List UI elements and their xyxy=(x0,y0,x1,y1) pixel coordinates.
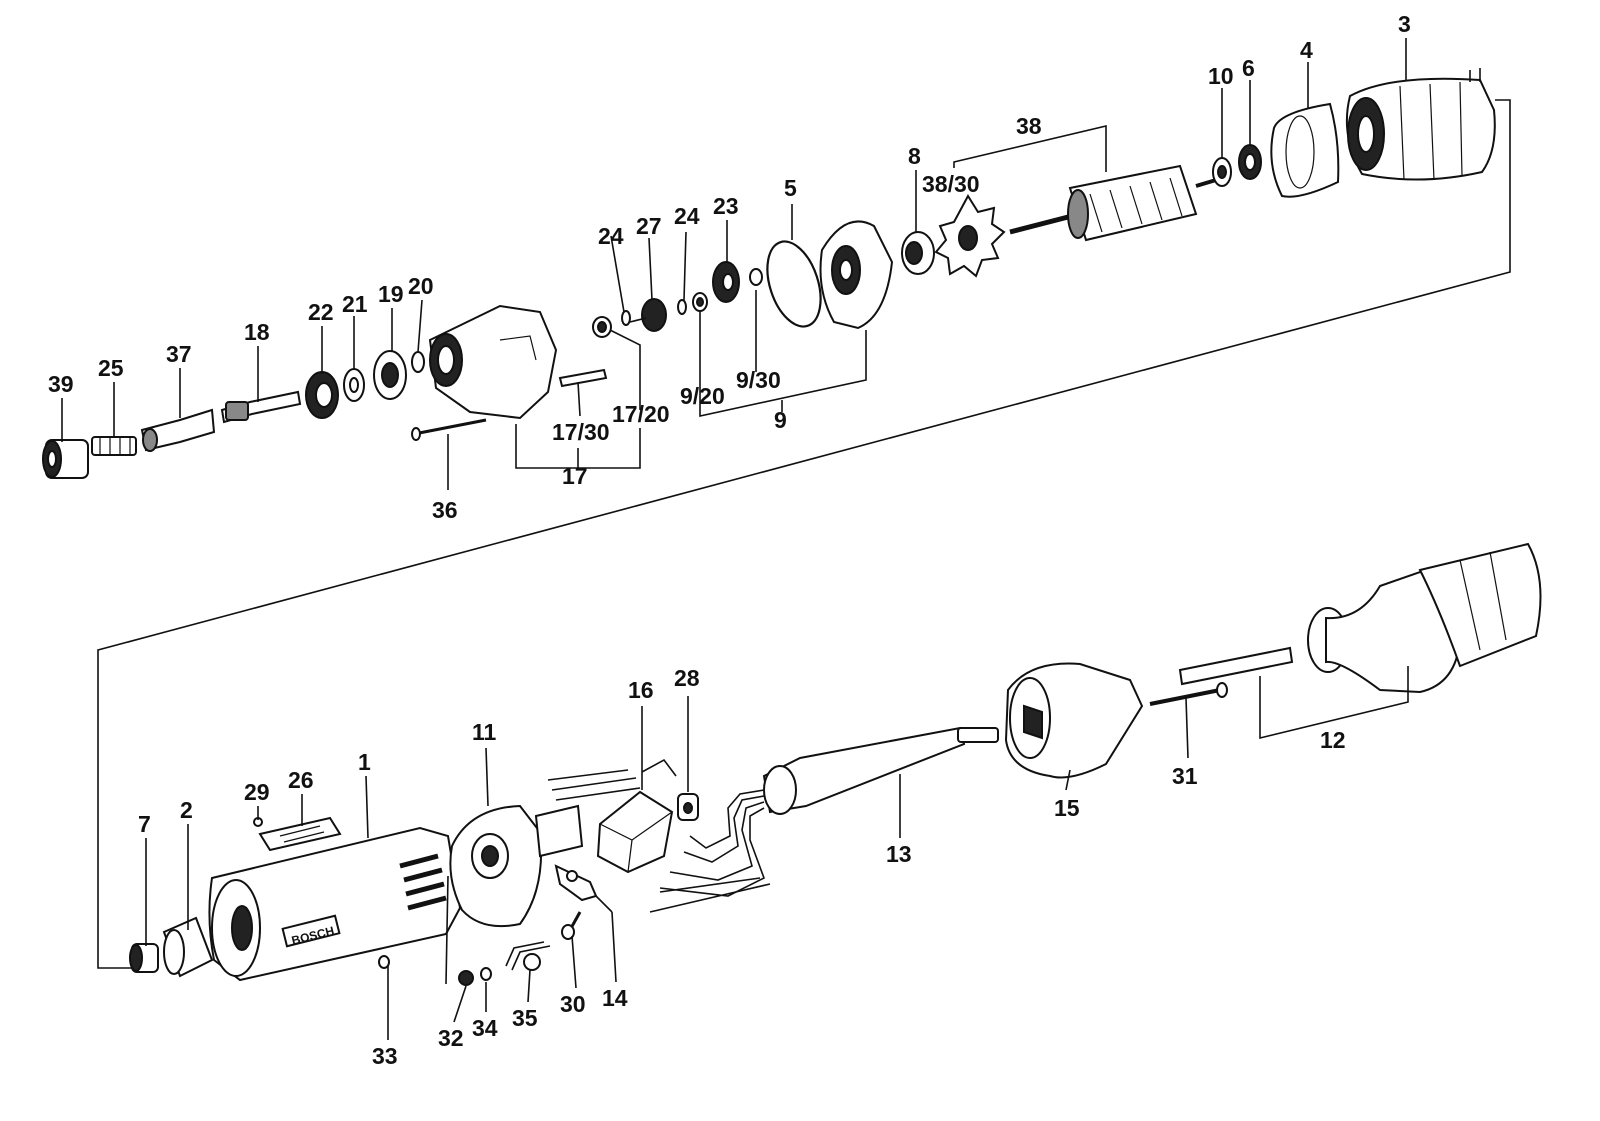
label-17: 17 xyxy=(562,463,588,489)
label-1: 1 xyxy=(358,749,371,775)
label-18: 18 xyxy=(244,319,270,345)
part-8-bearing xyxy=(901,231,935,275)
label-27: 27 xyxy=(636,213,662,239)
part-9-20-bushing xyxy=(692,292,708,312)
label-38: 38 xyxy=(1016,113,1042,139)
label-13: 13 xyxy=(886,841,912,867)
part-24-washer-left xyxy=(621,310,631,326)
part-36-screw xyxy=(411,418,487,441)
part-39-collet-nut xyxy=(42,439,89,479)
label-23: 23 xyxy=(713,193,739,219)
label-15: 15 xyxy=(1054,795,1080,821)
label-2: 2 xyxy=(180,797,193,823)
part-24-washer-right xyxy=(677,299,687,315)
label-21: 21 xyxy=(342,291,368,317)
label-28: 28 xyxy=(674,665,700,691)
part-20-retaining-ring xyxy=(411,351,425,373)
label-3: 3 xyxy=(1398,11,1411,37)
part-17-gear-housing xyxy=(428,304,558,420)
assembly-connector-line xyxy=(97,99,1511,969)
label-34: 34 xyxy=(472,1015,498,1041)
part-17-30-pin xyxy=(558,368,608,388)
part-12-handle xyxy=(1178,542,1542,694)
label-29: 29 xyxy=(244,779,270,805)
label-14: 14 xyxy=(602,985,628,1011)
part-9-bearing-plate xyxy=(819,220,894,330)
label-22: 22 xyxy=(308,299,334,325)
part-27-pinion xyxy=(629,298,667,332)
part-35-terminal xyxy=(505,941,551,971)
label-24-right: 24 xyxy=(674,203,700,229)
part-17-20-bushing xyxy=(592,316,612,338)
part-28-grommet xyxy=(677,793,699,821)
label-11: 11 xyxy=(472,719,497,745)
part-19-bearing xyxy=(373,350,407,400)
part-1-motor-housing xyxy=(208,826,462,982)
part-3-field xyxy=(1345,68,1496,181)
label-19: 19 xyxy=(378,281,404,307)
part-10-washer xyxy=(1212,157,1232,187)
part-5-o-ring xyxy=(766,240,822,328)
part-26-nameplate xyxy=(258,816,342,852)
part-32-washer xyxy=(458,970,474,986)
label-39: 39 xyxy=(48,371,74,397)
part-18-spindle xyxy=(220,390,302,424)
part-38-30-fan xyxy=(934,194,1006,278)
label-16: 16 xyxy=(628,677,654,703)
label-4: 4 xyxy=(1300,37,1313,63)
label-30: 30 xyxy=(560,991,586,1017)
part-21-washer xyxy=(343,368,365,402)
part-25-collet xyxy=(91,436,137,456)
label-9-30: 9/30 xyxy=(736,367,781,393)
label-32: 32 xyxy=(438,1025,464,1051)
label-9-20: 9/20 xyxy=(680,383,725,409)
label-8: 8 xyxy=(908,143,921,169)
part-number-labels: 39 25 37 18 22 21 19 20 36 17 17/30 17/2… xyxy=(48,11,1411,1069)
part-6-bearing xyxy=(1238,144,1262,180)
part-23-gear xyxy=(712,261,740,303)
part-9-30-bushing xyxy=(749,268,763,286)
label-24-left: 24 xyxy=(598,223,624,249)
label-36: 36 xyxy=(432,497,458,523)
part-13-power-cable xyxy=(649,726,999,913)
label-20: 20 xyxy=(408,273,434,299)
part-2-ring xyxy=(162,916,214,978)
label-10: 10 xyxy=(1208,63,1234,89)
label-9: 9 xyxy=(774,407,787,433)
part-33-screw xyxy=(378,955,390,969)
label-25: 25 xyxy=(98,355,124,381)
part-30-screw xyxy=(561,911,582,940)
label-33: 33 xyxy=(372,1043,398,1069)
label-12: 12 xyxy=(1320,727,1346,753)
part-14-cable-clamp xyxy=(554,864,598,902)
label-37: 37 xyxy=(166,341,192,367)
leader-lines-bottom xyxy=(145,666,1409,1040)
label-7: 7 xyxy=(138,811,151,837)
part-38-armature xyxy=(1009,164,1217,242)
part-16-switch xyxy=(547,758,677,874)
label-6: 6 xyxy=(1242,55,1255,81)
leader-lines-top xyxy=(61,38,1407,490)
label-17-30: 17/30 xyxy=(552,419,610,445)
label-17-20: 17/20 xyxy=(612,401,670,427)
label-26: 26 xyxy=(288,767,314,793)
part-7-bearing xyxy=(129,943,159,973)
part-37-spindle-sleeve xyxy=(140,408,216,452)
part-22-bearing xyxy=(305,371,339,419)
label-31: 31 xyxy=(1172,763,1198,789)
part-31-screw xyxy=(1149,682,1228,706)
part-15-cable-housing xyxy=(1004,662,1144,779)
part-4-ring xyxy=(1270,102,1340,198)
label-35: 35 xyxy=(512,1005,538,1031)
label-5: 5 xyxy=(784,175,797,201)
label-38-30: 38/30 xyxy=(922,171,980,197)
part-11-brush-holder xyxy=(449,804,584,928)
part-34-washer xyxy=(480,967,492,981)
